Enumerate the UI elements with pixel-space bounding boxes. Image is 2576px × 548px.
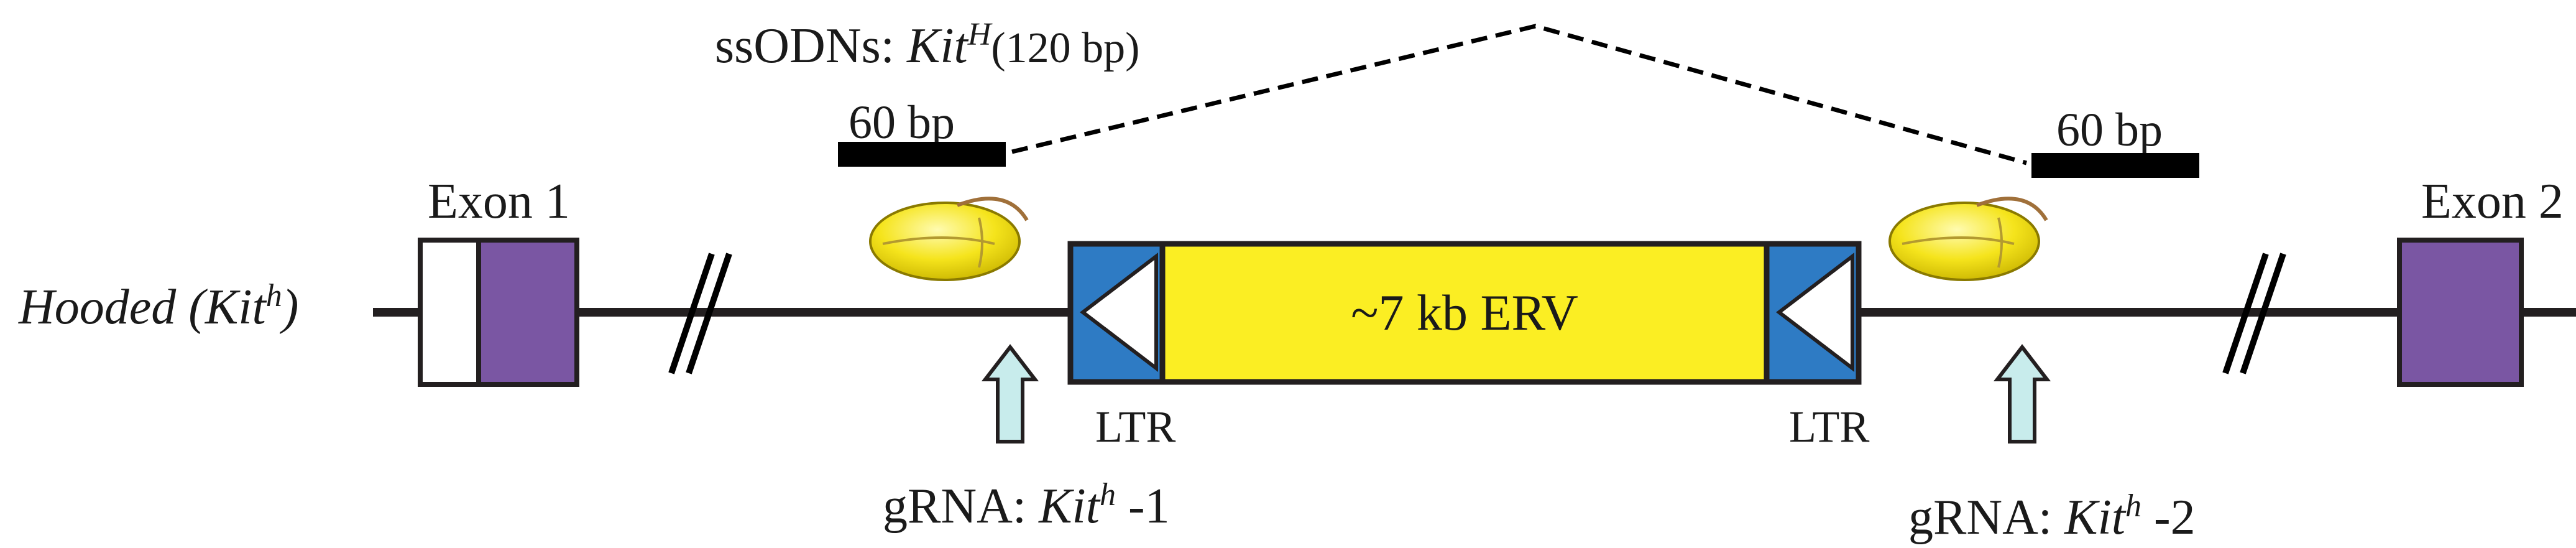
ssodn-allele: H	[967, 17, 993, 52]
locus-gene: Kit	[205, 280, 267, 335]
grna1-arrow-icon	[981, 344, 1039, 444]
ltr-left-label: LTR	[1095, 402, 1175, 452]
grna1-prefix: gRNA:	[883, 479, 1039, 534]
exon2-label: Exon 2	[2421, 174, 2564, 229]
grna2-gene: Kit	[2064, 490, 2127, 545]
left-arm-label: 60 bp	[849, 96, 955, 149]
grna2-prefix: gRNA:	[1908, 490, 2064, 545]
ssodn-junction-dashes	[1011, 24, 2027, 165]
grna2-suffix: -2	[2141, 490, 2196, 545]
grna2-allele: h	[2125, 488, 2141, 524]
right-arm-label: 60 bp	[2056, 104, 2163, 156]
erv-insert	[1067, 241, 1862, 385]
ltr-right-label: LTR	[1789, 402, 1869, 452]
locus-name: Hooded (	[18, 280, 208, 335]
exon1-label: Exon 1	[428, 174, 570, 229]
locus-close: )	[280, 280, 299, 335]
right-homology-arm	[2031, 153, 2199, 178]
grna1-allele: h	[1100, 477, 1116, 513]
ltr-right-arrow-icon	[1776, 252, 1854, 373]
grna2-arrow-icon	[1993, 344, 2051, 444]
ltr-left-arrow-icon	[1080, 252, 1158, 373]
exon1-coding	[476, 238, 579, 387]
erv-label: ~7 kb ERV	[1351, 284, 1578, 341]
grna2-label: gRNA: Kith -2	[1908, 488, 2196, 546]
locus-allele: h	[266, 278, 282, 313]
left-homology-arm	[838, 142, 1006, 167]
ssodn-prefix: ssODNs:	[715, 19, 907, 73]
grna1-gene: Kit	[1038, 479, 1101, 534]
ssodn-gene: Kit	[906, 19, 969, 73]
exon2-coding	[2397, 238, 2524, 387]
grna1-suffix: -1	[1116, 479, 1170, 534]
right-break-mark	[2222, 253, 2286, 374]
cas9-right-icon	[1888, 197, 2048, 281]
ssodn-title: ssODNs: KitH(120 bp)	[715, 17, 1139, 74]
locus-label: Hooded (Kith)	[18, 278, 298, 335]
grna1-label: gRNA: Kith -1	[883, 477, 1170, 534]
exon1-utr	[418, 238, 481, 387]
left-break-mark	[668, 253, 732, 374]
cas9-left-icon	[869, 197, 1029, 281]
ssodn-size: (120 bp)	[991, 24, 1139, 72]
